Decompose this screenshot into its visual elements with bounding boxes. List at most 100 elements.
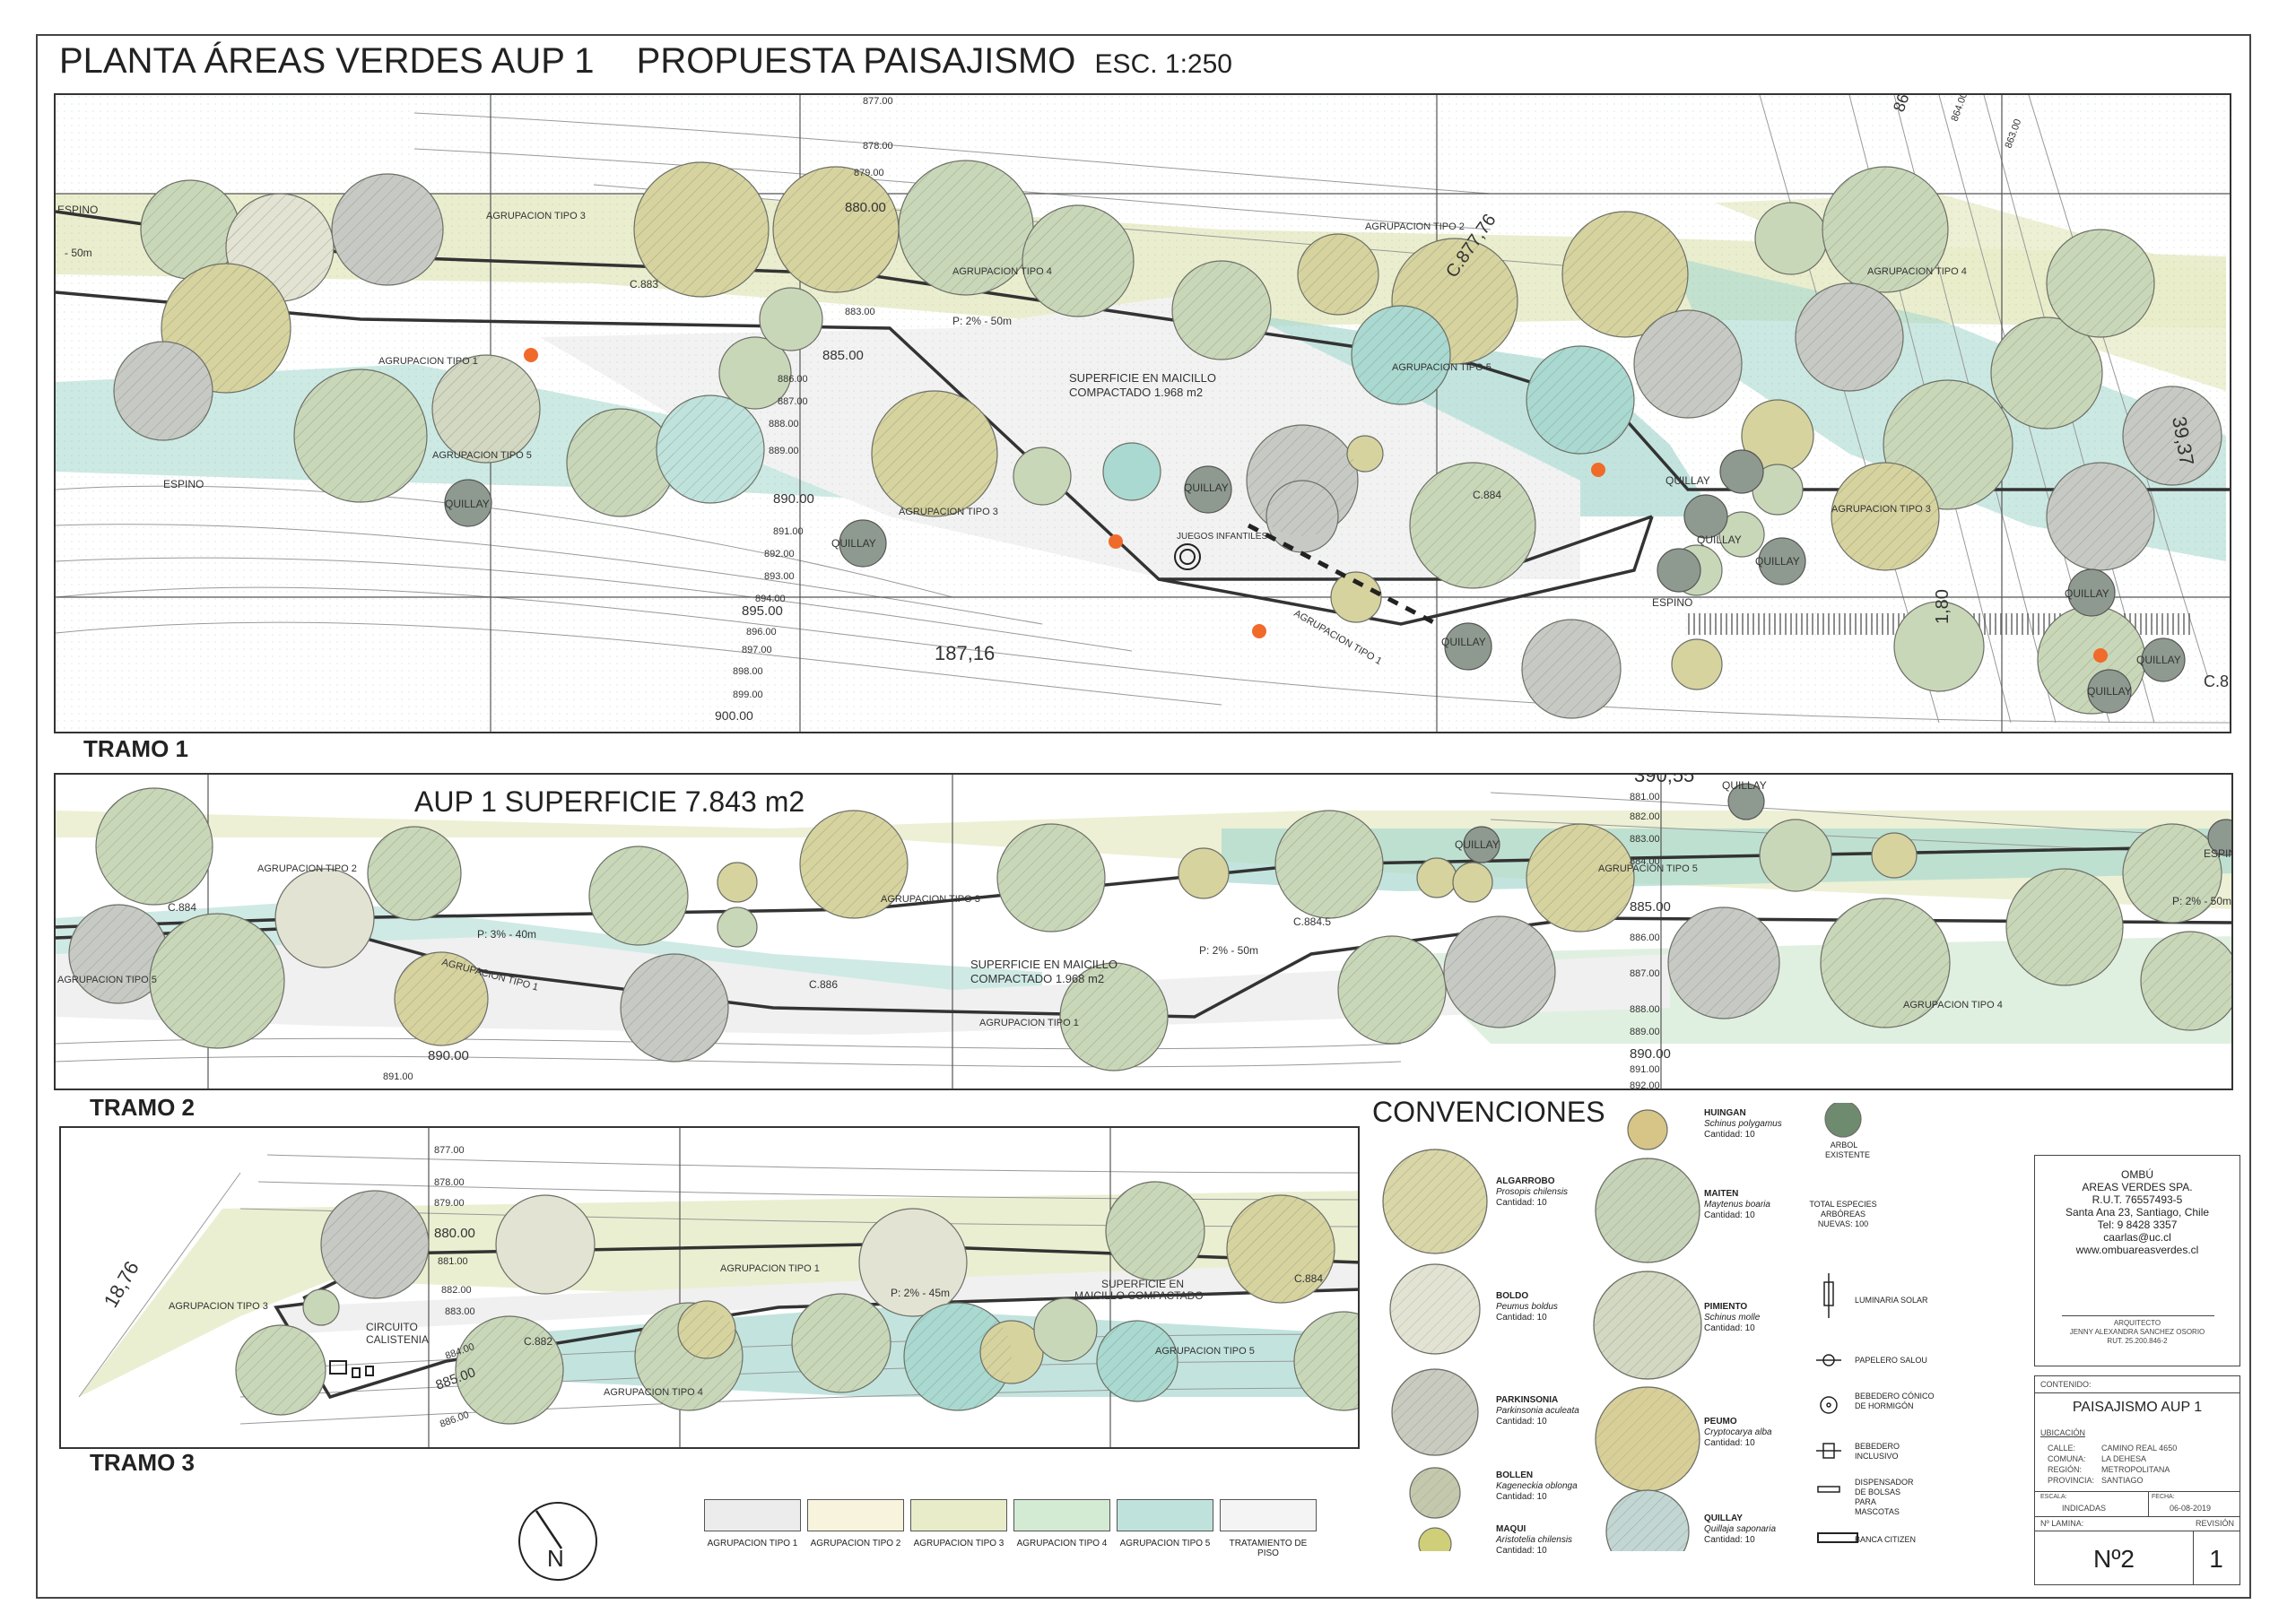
- t1-quillay5: QUILLAY: [1665, 474, 1710, 487]
- t1-quillay9: QUILLAY: [2087, 685, 2132, 698]
- t3-e877: 877.00: [434, 1145, 465, 1156]
- species-maqui: MAQUI Aristotelia chilensis Cantidad: 10: [1496, 1524, 1573, 1556]
- t1-agr3c: AGRUPACION TIPO 3: [1831, 504, 1931, 515]
- arquitecto-label: ARQUITECTO: [2113, 1319, 2161, 1327]
- t2-d39055: 390,55: [1634, 775, 1694, 786]
- t1-e878: 878.00: [863, 141, 893, 152]
- t3-e882: 882.00: [441, 1285, 472, 1296]
- species-bollen: BOLLEN Kageneckia oblonga Cantidad: 10: [1496, 1470, 1578, 1502]
- t1-c884: C.884: [1473, 489, 1501, 501]
- t3-agr1: AGRUPACION TIPO 1: [720, 1263, 820, 1274]
- t3-e881: 881.00: [438, 1256, 468, 1267]
- legend-label-2: AGRUPACION TIPO 2: [810, 1539, 901, 1548]
- bebedero-inclusivo-label: BEBEDERO INCLUSIVO: [1855, 1442, 1900, 1461]
- tramo3-plan: AGRUPACION TIPO 3 AGRUPACION TIPO 1 AGRU…: [78, 1128, 1358, 1447]
- t1-e887: 887.00: [778, 396, 808, 407]
- t1-e892: 892.00: [764, 549, 795, 559]
- t1-e894: 894.00: [755, 594, 786, 604]
- t3-e879: 879.00: [434, 1198, 465, 1209]
- t2-c8845: C.884.5: [1293, 915, 1331, 928]
- t1-e877: 877.00: [863, 96, 893, 107]
- t2-p2: P: 2% - 50m: [1199, 944, 1258, 957]
- t2-e892: 892.00: [1630, 1080, 1660, 1090]
- species-pimiento: PIMIENTO Schinus molle Cantidad: 10: [1704, 1302, 1761, 1333]
- t2-quillay1: QUILLAY: [1722, 779, 1767, 792]
- t2-e890b: 890.00: [1630, 1046, 1671, 1062]
- species-algarrobo: ALGARROBO Prosopis chilensis Cantidad: 1…: [1496, 1176, 1569, 1208]
- t2-e891b: 891.00: [1630, 1064, 1660, 1075]
- t3-calist2: CALISTENIA: [366, 1333, 429, 1346]
- t2-sup1: SUPERFICIE EN MAICILLO: [970, 958, 1118, 971]
- t3-e883: 883.00: [445, 1306, 475, 1317]
- t1-agr4: AGRUPACION TIPO 4: [952, 266, 1052, 277]
- t1-agr3b: AGRUPACION TIPO 3: [899, 507, 998, 517]
- t1-agr5: AGRUPACION TIPO 5: [432, 450, 532, 461]
- titleblock-content: CONTENIDO: PAISAJISMO AUP 1 UBICACIÓN CA…: [2034, 1375, 2240, 1585]
- legend-label-5: AGRUPACION TIPO 5: [1119, 1539, 1211, 1548]
- t2-e881: 881.00: [1630, 792, 1660, 802]
- luminaria-label: LUMINARIA SOLAR: [1855, 1296, 1928, 1305]
- t2-p3: P: 2% - 50m: [2172, 895, 2231, 907]
- legend-swatch-5: [1117, 1499, 1213, 1531]
- convenciones-symbols: [1382, 1103, 1862, 1551]
- tramo3-label: TRAMO 3: [90, 1449, 195, 1476]
- t1-espino3: ESPINO: [1652, 596, 1692, 609]
- tramo1-plan: AGRUPACION TIPO 3 AGRUPACION TIPO 4 AGRU…: [56, 95, 2230, 732]
- t3-e886: 886.00: [439, 1409, 471, 1430]
- revision-number: 1: [2209, 1545, 2223, 1573]
- t1-quillay4: QUILLAY: [1441, 636, 1486, 648]
- t3-e880: 880.00: [434, 1226, 475, 1241]
- legend-swatch-3: [910, 1499, 1007, 1531]
- t1-e896: 896.00: [746, 627, 777, 638]
- title-scale: ESC. 1:250: [1094, 49, 1232, 79]
- drawing-sheet: [36, 34, 2251, 1599]
- t1-d180: 1,80: [1933, 589, 1952, 624]
- t2-espino: ESPIN: [2204, 847, 2233, 860]
- species-huingan: HUINGAN Schinus polygamus Cantidad: 10: [1704, 1108, 1782, 1140]
- total-especies: TOTAL ESPECIES ARBÓREAS NUEVAS: 100: [1809, 1200, 1877, 1228]
- t3-c884: C.884: [1294, 1272, 1323, 1285]
- t1-e891: 891.00: [773, 526, 804, 537]
- company-name: OMBÚ: [2121, 1168, 2153, 1181]
- t1-quillay8: QUILLAY: [2065, 587, 2109, 600]
- project-name: PAISAJISMO AUP 1: [2072, 1400, 2203, 1415]
- t1-quillay7: QUILLAY: [1755, 555, 1800, 568]
- t1-e895: 895.00: [742, 603, 783, 619]
- t1-e897: 897.00: [742, 645, 772, 655]
- t2-e883: 883.00: [1630, 834, 1660, 845]
- t2-e890: 890.00: [428, 1048, 469, 1063]
- t3-agr4: AGRUPACION TIPO 4: [604, 1387, 703, 1398]
- t2-c886: C.886: [809, 978, 838, 991]
- banca-label: BANCA CITIZEN: [1855, 1535, 1917, 1544]
- convenciones-title: CONVENCIONES: [1372, 1096, 1605, 1128]
- t1-sup1: SUPERFICIE EN MAICILLO: [1069, 371, 1216, 385]
- t3-agr3: AGRUPACION TIPO 3: [169, 1301, 268, 1312]
- t1-e893: 893.00: [764, 571, 795, 582]
- t2-e889: 889.00: [1630, 1027, 1660, 1037]
- title-main: PLANTA ÁREAS VERDES AUP 1: [59, 41, 595, 81]
- legend-label-1: AGRUPACION TIPO 1: [707, 1539, 798, 1548]
- title-sub: PROPUESTA PAISAJISMO: [636, 41, 1076, 81]
- t3-e878: 878.00: [434, 1177, 465, 1188]
- t1-sup2: COMPACTADO 1.968 m2: [1069, 386, 1203, 399]
- t1-agr4b: AGRUPACION TIPO 4: [1867, 266, 1967, 277]
- plan-title: PLANTA ÁREAS VERDES AUP 1 PROPUESTA PAIS…: [59, 41, 1232, 82]
- t2-agr1b: AGRUPACION TIPO 1: [979, 1018, 1079, 1028]
- t2-p1: P: 3% - 40m: [477, 928, 536, 941]
- t2-e884: 884.00: [1630, 856, 1660, 867]
- species-maiten: MAITEN Maytenus boaria Cantidad: 10: [1704, 1189, 1770, 1220]
- arbol-existente-label: ARBOL EXISTENTE: [1825, 1141, 1871, 1159]
- t2-agr5b: AGRUPACION TIPO 5: [57, 975, 157, 985]
- t1-juegos: JUEGOS INFANTILES: [1177, 532, 1267, 542]
- t2-agr3: AGRUPACION TIPO 3: [881, 894, 980, 905]
- tramo2-panel: AGRUPACION TIPO 2 AGRUPACION TIPO 3 AGRU…: [54, 773, 2233, 1090]
- tramo3-panel: AGRUPACION TIPO 3 AGRUPACION TIPO 1 AGRU…: [59, 1126, 1360, 1449]
- superficie-label: AUP 1 SUPERFICIE 7.843 m2: [414, 785, 805, 818]
- legend-swatch-6: [1220, 1499, 1317, 1531]
- t2-quillay2: QUILLAY: [1455, 838, 1500, 851]
- t3-sup1: SUPERFICIE EN: [1101, 1278, 1184, 1290]
- t1-e885: 885.00: [822, 348, 864, 363]
- lamina-number: Nº2: [2092, 1545, 2135, 1573]
- dispensador-label: DISPENSADOR DE BOLSAS PARA MASCOTAS: [1855, 1478, 1914, 1516]
- t1-espino2: ESPINO: [163, 478, 204, 490]
